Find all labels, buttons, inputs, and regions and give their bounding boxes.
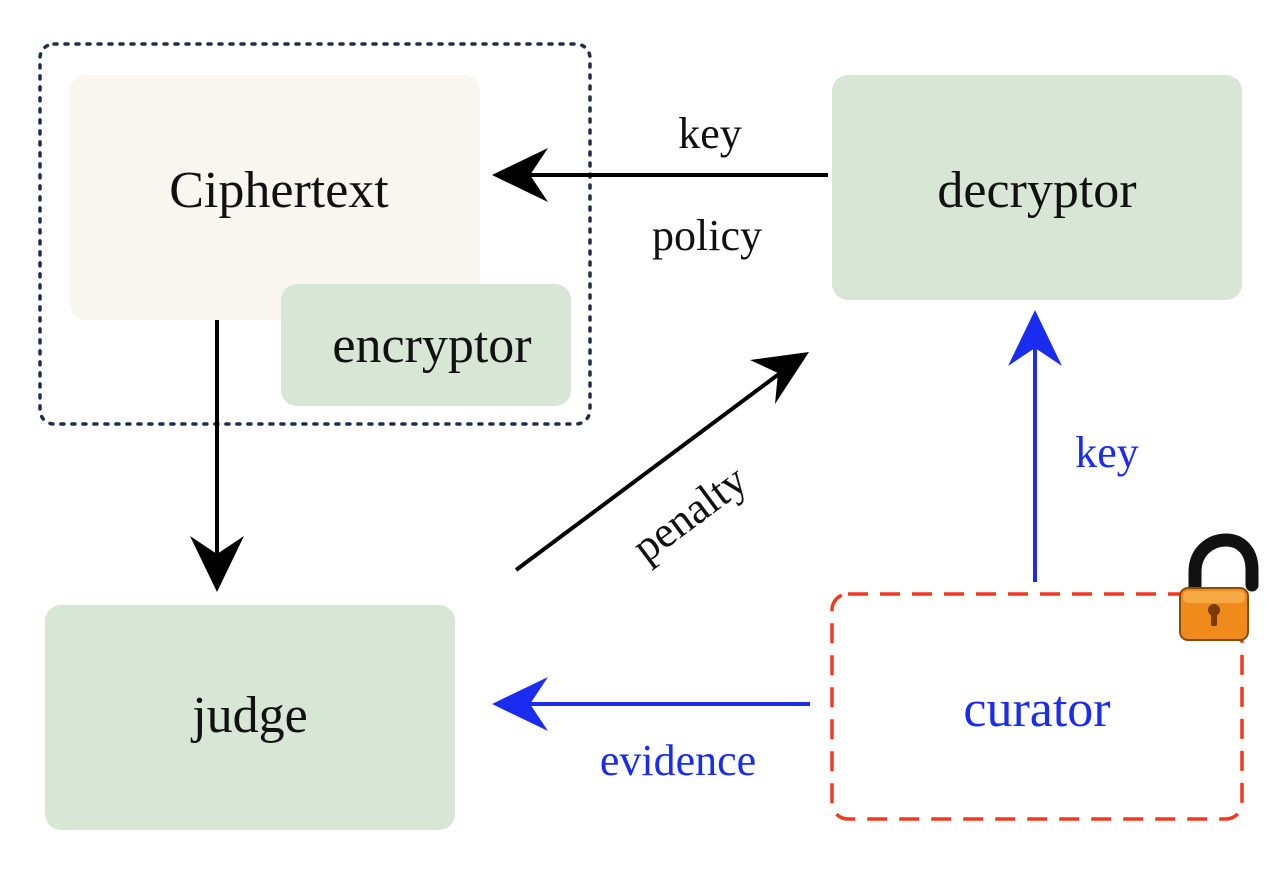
edge-label-policy: policy xyxy=(652,211,762,260)
arrow-ciphertext-to-judge xyxy=(190,320,244,592)
judge-box xyxy=(45,605,455,830)
curator-label: curator xyxy=(963,681,1110,738)
arrow-curator-to-judge: evidence xyxy=(492,677,810,785)
edge-label-key-blue: key xyxy=(1075,428,1139,477)
encryptor-label: encryptor xyxy=(332,317,531,374)
edge-label-key-top: key xyxy=(678,109,742,158)
unlocked-padlock-icon xyxy=(1179,533,1259,641)
decryptor-node: decryptor xyxy=(832,75,1242,300)
ciphertext-box xyxy=(70,75,480,320)
edge-label-penalty: penalty xyxy=(623,455,756,572)
judge-node: judge xyxy=(45,605,455,830)
ciphertext-node: Ciphertext xyxy=(70,75,480,320)
padlock-shackle xyxy=(1188,533,1259,607)
arrow-curator-to-decryptor: key xyxy=(1008,310,1139,582)
encryptor-node: encryptor xyxy=(281,284,571,406)
judge-label: judge xyxy=(190,687,308,744)
arrowhead xyxy=(492,677,548,731)
decryptor-box xyxy=(832,75,1242,300)
decryptor-label: decryptor xyxy=(937,162,1136,219)
arrowhead xyxy=(750,352,809,404)
arrowhead xyxy=(492,148,548,202)
arrowhead xyxy=(190,536,244,592)
arrow-decryptor-to-ciphertext: key policy xyxy=(492,109,828,260)
padlock-keyhole xyxy=(1208,604,1220,616)
arrowhead xyxy=(1008,310,1062,366)
ciphertext-group-border xyxy=(38,42,592,426)
curator-node: curator xyxy=(830,592,1244,821)
ciphertext-label: Ciphertext xyxy=(169,162,389,219)
edge-label-evidence: evidence xyxy=(600,736,756,785)
curator-box xyxy=(830,592,1244,821)
encryptor-box xyxy=(281,284,571,406)
